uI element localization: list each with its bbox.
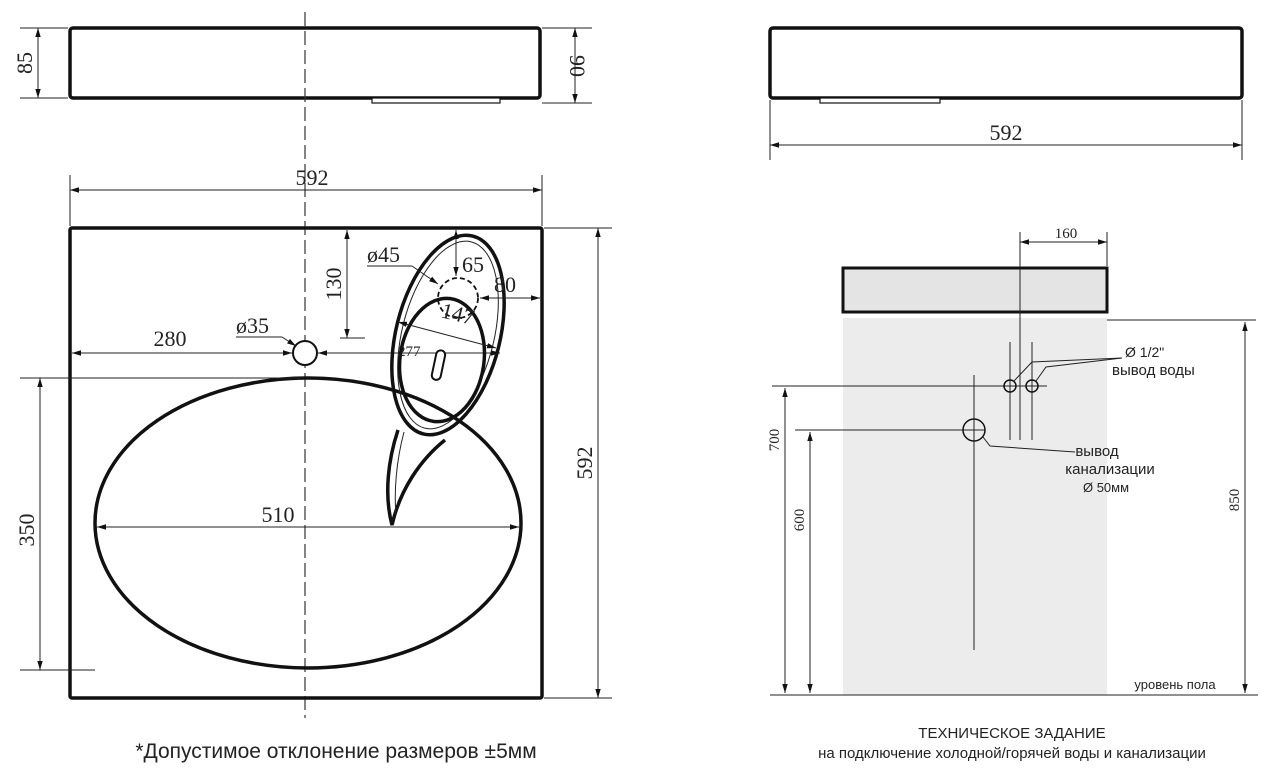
dim-280: 280 [154,326,187,351]
dim-d35: ø35 [236,313,269,338]
dim-130: 130 [321,268,346,301]
dim-80: 80 [494,272,516,297]
dim-592-top: 592 [296,165,329,190]
sewer-diameter-label: Ø 50мм [1083,480,1129,495]
tech-subtitle: на подключение холодной/горячей воды и к… [818,745,1206,762]
dim-147: 147 [439,298,477,330]
tap-hole [292,340,318,366]
dim-85: 85 [12,52,37,74]
dim-592-side: 592 [990,120,1023,145]
water-outlet-label: вывод воды [1112,362,1195,379]
faucet-hole [437,277,479,319]
dim-700: 700 [767,429,783,452]
tech-title: ТЕХНИЧЕСКОЕ ЗАДАНИЕ [918,725,1105,742]
left-side-view: 85 90 [12,26,592,104]
basin-bowl [93,376,523,670]
floor-label: уровень пола [1134,677,1216,692]
water-outlet-hot [1025,379,1039,393]
dim-592-right: 592 [572,447,597,480]
connection-spec: 160 Ø 1/2" вывод воды вывод канализации … [767,226,1258,696]
faucet-platform [386,233,506,526]
sewer-outlet [962,418,986,442]
dim-510: 510 [262,502,295,527]
dim-350: 350 [14,514,39,547]
dim-600: 600 [792,509,808,532]
dim-65: 65 [462,252,484,277]
tolerance-note: *Допустимое отклонение размеров ±5мм [135,740,536,763]
sewer-label-1: вывод [1075,443,1119,460]
dim-277: 277 [398,344,421,360]
sewer-label-2: канализации [1065,461,1155,478]
dim-90: 90 [565,55,590,77]
basin-profile [841,266,1109,314]
dim-d45: ø45 [367,242,400,267]
water-diameter-label: Ø 1/2" [1125,344,1164,360]
water-outlet-cold [1003,379,1017,393]
left-top-view: 592 592 510 350 280 ø35 [14,165,612,700]
dim-850: 850 [1227,489,1243,512]
dim-160: 160 [1055,226,1078,242]
right-side-view: 592 [768,26,1244,160]
